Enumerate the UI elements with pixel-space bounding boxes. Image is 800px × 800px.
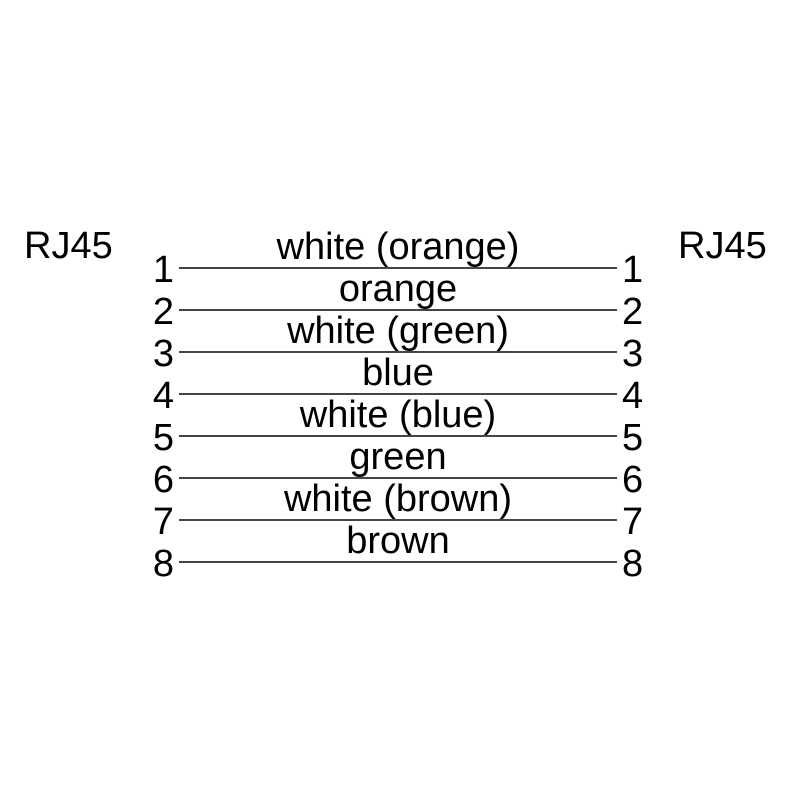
wire-color-label: blue bbox=[362, 352, 434, 394]
wire-color-label: brown bbox=[346, 520, 450, 562]
left-pin-number: 5 bbox=[152, 417, 174, 459]
wire-line bbox=[179, 519, 617, 521]
left-pin-number: 1 bbox=[152, 249, 174, 291]
wire-line bbox=[179, 267, 617, 269]
right-pin-number: 1 bbox=[622, 249, 644, 291]
wire-color-label: white (blue) bbox=[299, 394, 497, 436]
left-pin-number: 6 bbox=[152, 459, 174, 501]
left-connector-label: RJ45 bbox=[24, 225, 113, 267]
left-pin-number: 2 bbox=[152, 291, 174, 333]
wire-line bbox=[179, 477, 617, 479]
wire-line bbox=[179, 309, 617, 311]
right-pin-number: 8 bbox=[622, 543, 644, 585]
wire-line bbox=[179, 435, 617, 437]
right-pin-number: 6 bbox=[622, 459, 644, 501]
wire-line bbox=[179, 561, 617, 563]
wire-color-label: green bbox=[349, 436, 447, 478]
wire-color-label: white (green) bbox=[287, 310, 509, 352]
left-pin-number: 4 bbox=[152, 375, 174, 417]
wire-color-label: white (orange) bbox=[276, 226, 520, 268]
right-pin-number: 7 bbox=[622, 501, 644, 543]
right-connector-label: RJ45 bbox=[678, 225, 767, 267]
wire-line bbox=[179, 351, 617, 353]
right-pin-number: 5 bbox=[622, 417, 644, 459]
wire-color-label: orange bbox=[338, 268, 458, 310]
wire-color-label: white (brown) bbox=[283, 478, 513, 520]
right-pin-number: 4 bbox=[622, 375, 644, 417]
right-pin-number: 2 bbox=[622, 291, 644, 333]
left-pin-number: 8 bbox=[152, 543, 174, 585]
left-pin-number: 3 bbox=[152, 333, 174, 375]
wire-line bbox=[179, 393, 617, 395]
right-pin-number: 3 bbox=[622, 333, 644, 375]
left-pin-number: 7 bbox=[152, 501, 174, 543]
